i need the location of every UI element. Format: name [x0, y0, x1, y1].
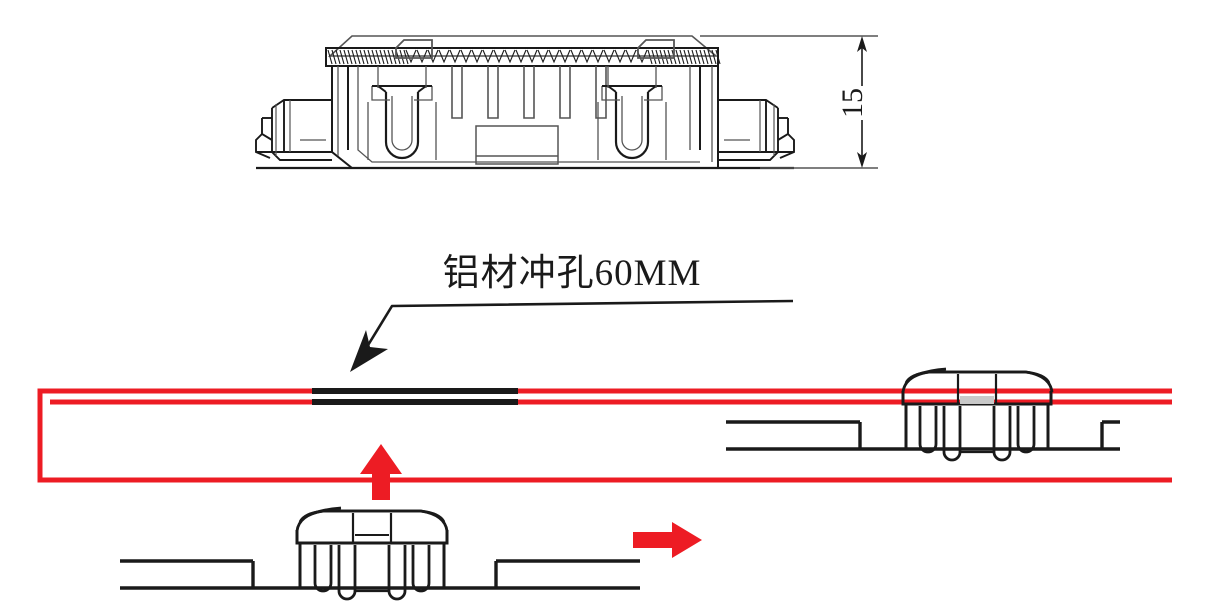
top-view-device-elevation [255, 35, 795, 170]
right-retaining-clip [597, 66, 667, 160]
lower-device-cap [295, 506, 449, 532]
internal-fins [451, 66, 607, 119]
insert-up-arrow [360, 444, 402, 500]
left-retaining-clip [367, 66, 437, 160]
insert-up-arrow-shape [360, 444, 402, 500]
red-channel-outer [37, 388, 1172, 483]
slide-right-arrow [633, 522, 702, 558]
left-end-block [255, 99, 332, 161]
punched-slot-60mm [312, 388, 518, 405]
callout-arrowhead [350, 330, 388, 372]
lower-clip-prongs [313, 545, 431, 601]
callout-label: 铝材冲孔60MM [443, 253, 702, 294]
callout-group: 铝材冲孔60MM [350, 253, 794, 372]
centre-pad [475, 125, 559, 165]
lower-rail [120, 559, 640, 590]
lower-assembly-device-to-mount [120, 506, 640, 601]
dimension-15: 15 [700, 35, 878, 169]
dimension-value-15: 15 [836, 88, 869, 118]
upper-rail [726, 420, 1120, 451]
dimension-arrow-bottom [857, 152, 867, 168]
right-end-block [718, 99, 795, 161]
slide-right-arrow-shape [633, 522, 702, 558]
serrated-edge-hatching [327, 49, 721, 65]
dimension-arrow-top [857, 36, 867, 52]
callout-leader-line [360, 299, 794, 356]
upper-clip-prongs [918, 406, 1036, 462]
upper-assembly-mounted-device [726, 367, 1120, 462]
upper-device-cap [901, 367, 1054, 393]
